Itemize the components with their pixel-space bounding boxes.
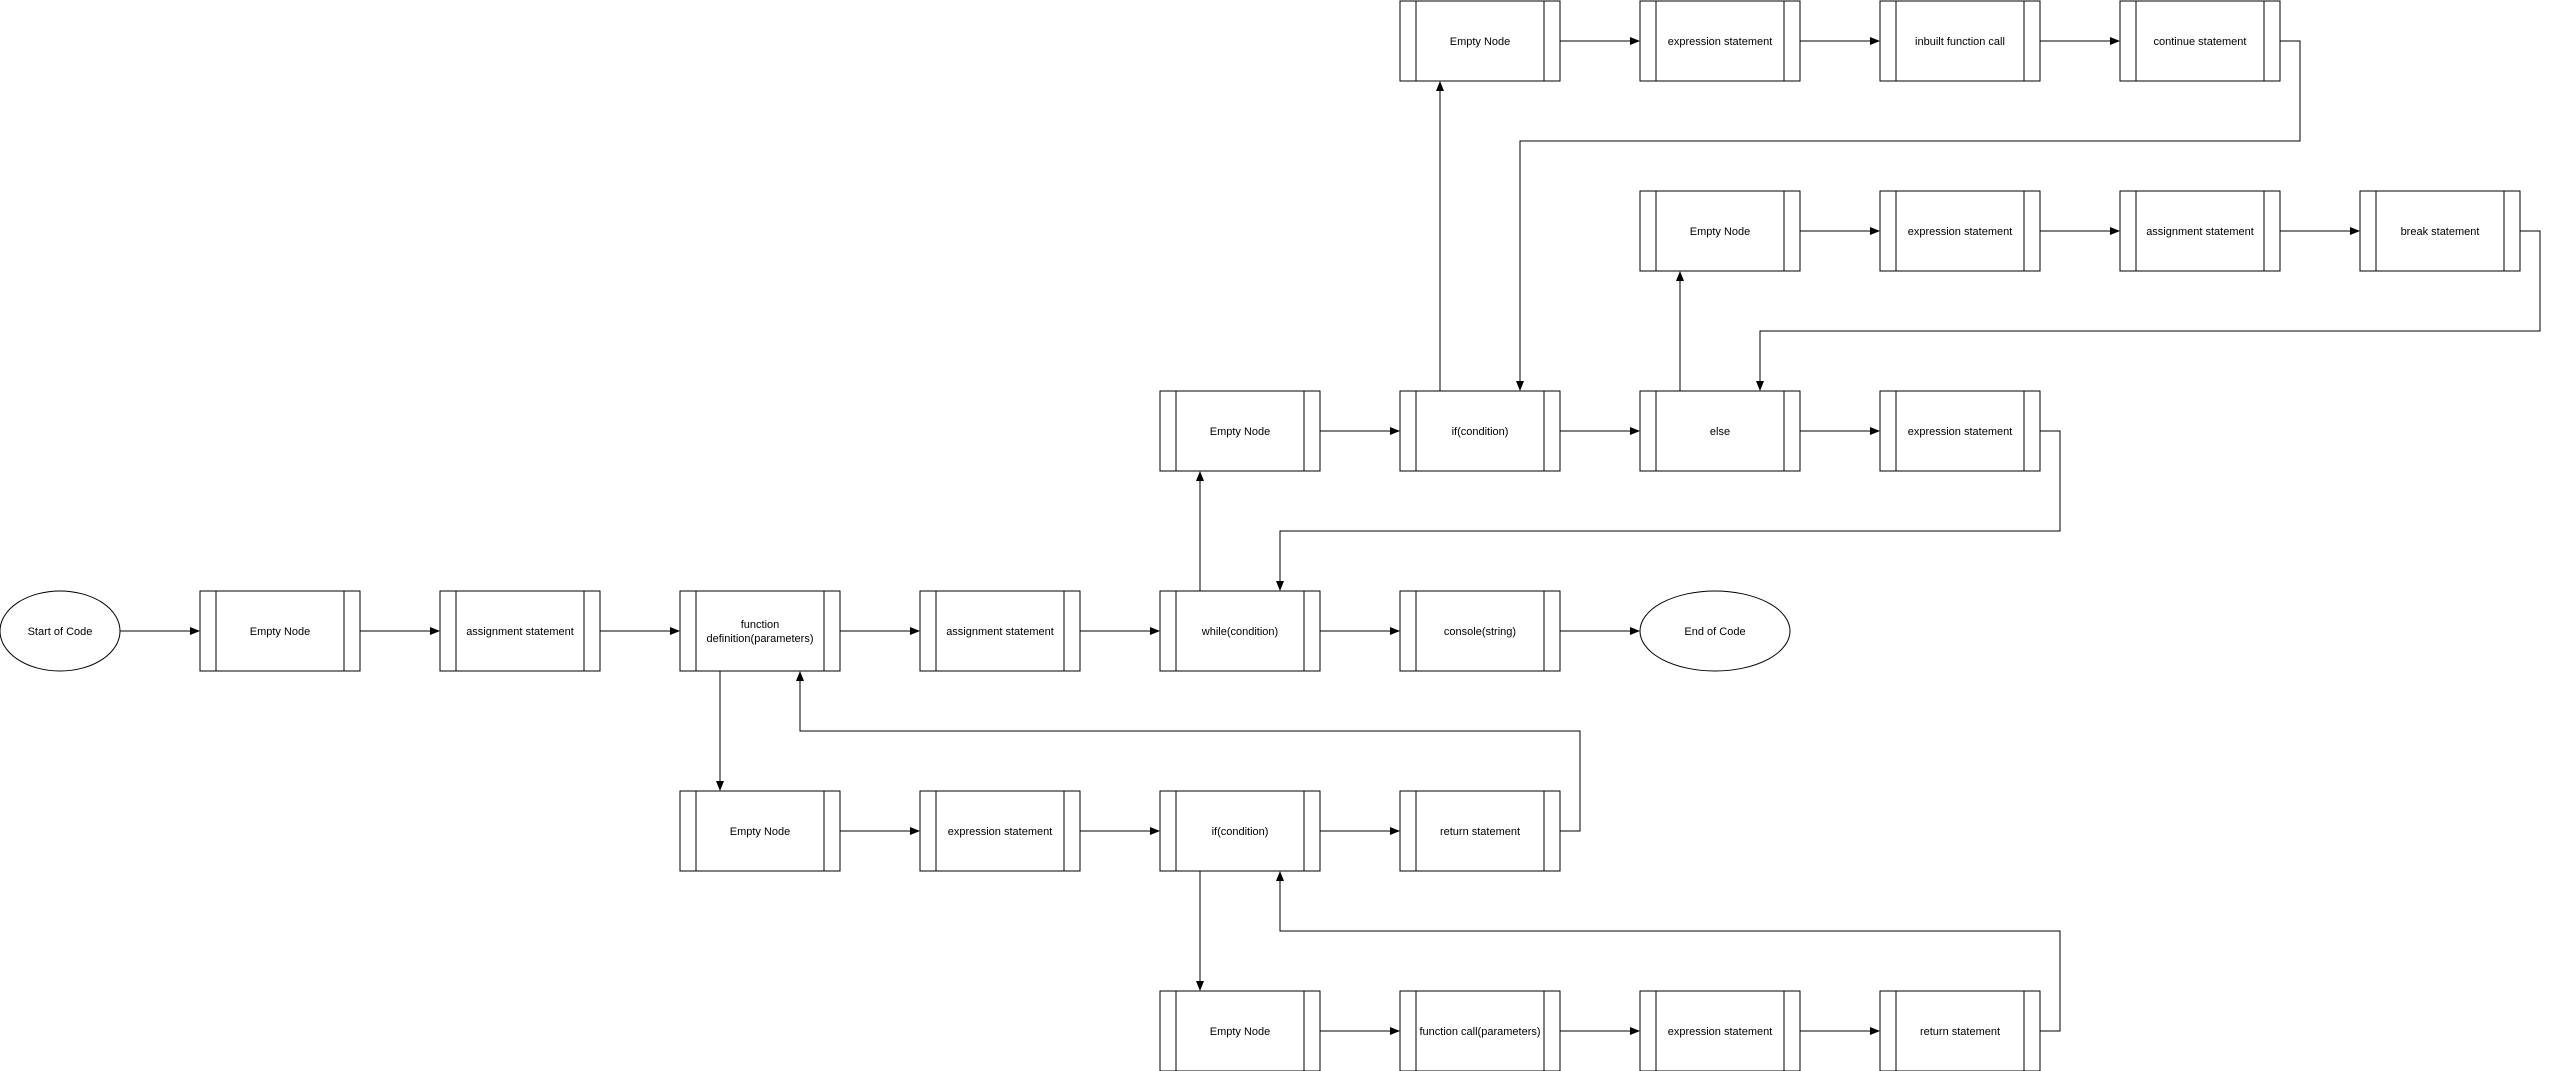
node-expr-top[interactable]: expression statement: [1879, 390, 2041, 472]
node-break[interactable]: break statement: [2359, 190, 2521, 272]
node-return-c-label: return statement: [1440, 826, 1520, 838]
node-break-label: break statement: [2401, 226, 2480, 238]
node-return-d-label: return statement: [1920, 1026, 2000, 1038]
node-empty-a-label: Empty Node: [1450, 36, 1511, 48]
node-expr-d-label: expression statement: [1668, 1026, 1773, 1038]
node-assign-b-label: assignment statement: [2146, 226, 2254, 238]
node-assign-2[interactable]: assignment statement: [919, 590, 1081, 672]
node-empty-b[interactable]: Empty Node: [1639, 190, 1801, 272]
edge-continue-loop-to-if: [1516, 40, 2301, 391]
node-expr-a-label: expression statement: [1668, 36, 1773, 48]
node-return-d[interactable]: return statement: [1879, 990, 2041, 1071]
node-expr-c[interactable]: expression statement: [919, 790, 1081, 872]
node-inbuilt-label: inbuilt function call: [1915, 36, 2005, 48]
node-expr-c-label: expression statement: [948, 826, 1053, 838]
node-funcdef-label-line1: function: [741, 619, 780, 631]
node-expr-b[interactable]: expression statement: [1879, 190, 2041, 272]
node-funcdef[interactable]: function definition(parameters): [679, 590, 841, 672]
node-console-label: console(string): [1444, 626, 1516, 638]
node-if-c-label: if(condition): [1212, 826, 1269, 838]
node-empty-1[interactable]: Empty Node: [199, 590, 361, 672]
node-funcdef-label-line2: definition(parameters): [707, 633, 814, 645]
node-assign-1-label: assignment statement: [466, 626, 574, 638]
node-expr-b-label: expression statement: [1908, 226, 2013, 238]
start-node-label: Start of Code: [28, 626, 93, 638]
node-assign-b[interactable]: assignment statement: [2119, 190, 2281, 272]
node-empty-c-label: Empty Node: [730, 826, 791, 838]
node-if-top[interactable]: if(condition): [1399, 390, 1561, 472]
edges: [120, 37, 2541, 1035]
end-node-label: End of Code: [1684, 626, 1745, 638]
end-node[interactable]: End of Code: [1639, 590, 1791, 672]
node-console[interactable]: console(string): [1399, 590, 1561, 672]
node-else-label: else: [1710, 426, 1730, 438]
edge-return-d-loop-to-if-c: [1276, 871, 2061, 1032]
edge-expr-loop-to-while: [1276, 430, 2061, 591]
node-assign-1[interactable]: assignment statement: [439, 590, 601, 672]
node-return-c[interactable]: return statement: [1399, 790, 1561, 872]
node-empty-c[interactable]: Empty Node: [679, 790, 841, 872]
start-node[interactable]: Start of Code: [0, 590, 121, 672]
node-assign-2-label: assignment statement: [946, 626, 1054, 638]
node-empty-a[interactable]: Empty Node: [1399, 0, 1561, 82]
node-empty-1-label: Empty Node: [250, 626, 311, 638]
node-empty-top[interactable]: Empty Node: [1159, 390, 1321, 472]
node-empty-d[interactable]: Empty Node: [1159, 990, 1321, 1071]
node-expr-a[interactable]: expression statement: [1639, 0, 1801, 82]
edge-return-c-loop-to-funcdef: [796, 671, 1581, 832]
edge-break-loop-to-else: [1756, 230, 2541, 391]
node-expr-top-label: expression statement: [1908, 426, 2013, 438]
node-inbuilt[interactable]: inbuilt function call: [1879, 0, 2041, 82]
node-while[interactable]: while(condition): [1159, 590, 1321, 672]
node-empty-d-label: Empty Node: [1210, 1026, 1271, 1038]
node-empty-b-label: Empty Node: [1690, 226, 1751, 238]
node-else[interactable]: else: [1639, 390, 1801, 472]
node-call-d[interactable]: function call(parameters): [1399, 990, 1561, 1071]
node-while-label: while(condition): [1201, 626, 1278, 638]
node-if-top-label: if(condition): [1452, 426, 1509, 438]
node-continue-label: continue statement: [2154, 36, 2247, 48]
node-expr-d[interactable]: expression statement: [1639, 990, 1801, 1071]
node-call-d-label: function call(parameters): [1419, 1026, 1540, 1038]
node-empty-top-label: Empty Node: [1210, 426, 1271, 438]
node-continue[interactable]: continue statement: [2119, 0, 2281, 82]
node-if-c[interactable]: if(condition): [1159, 790, 1321, 872]
